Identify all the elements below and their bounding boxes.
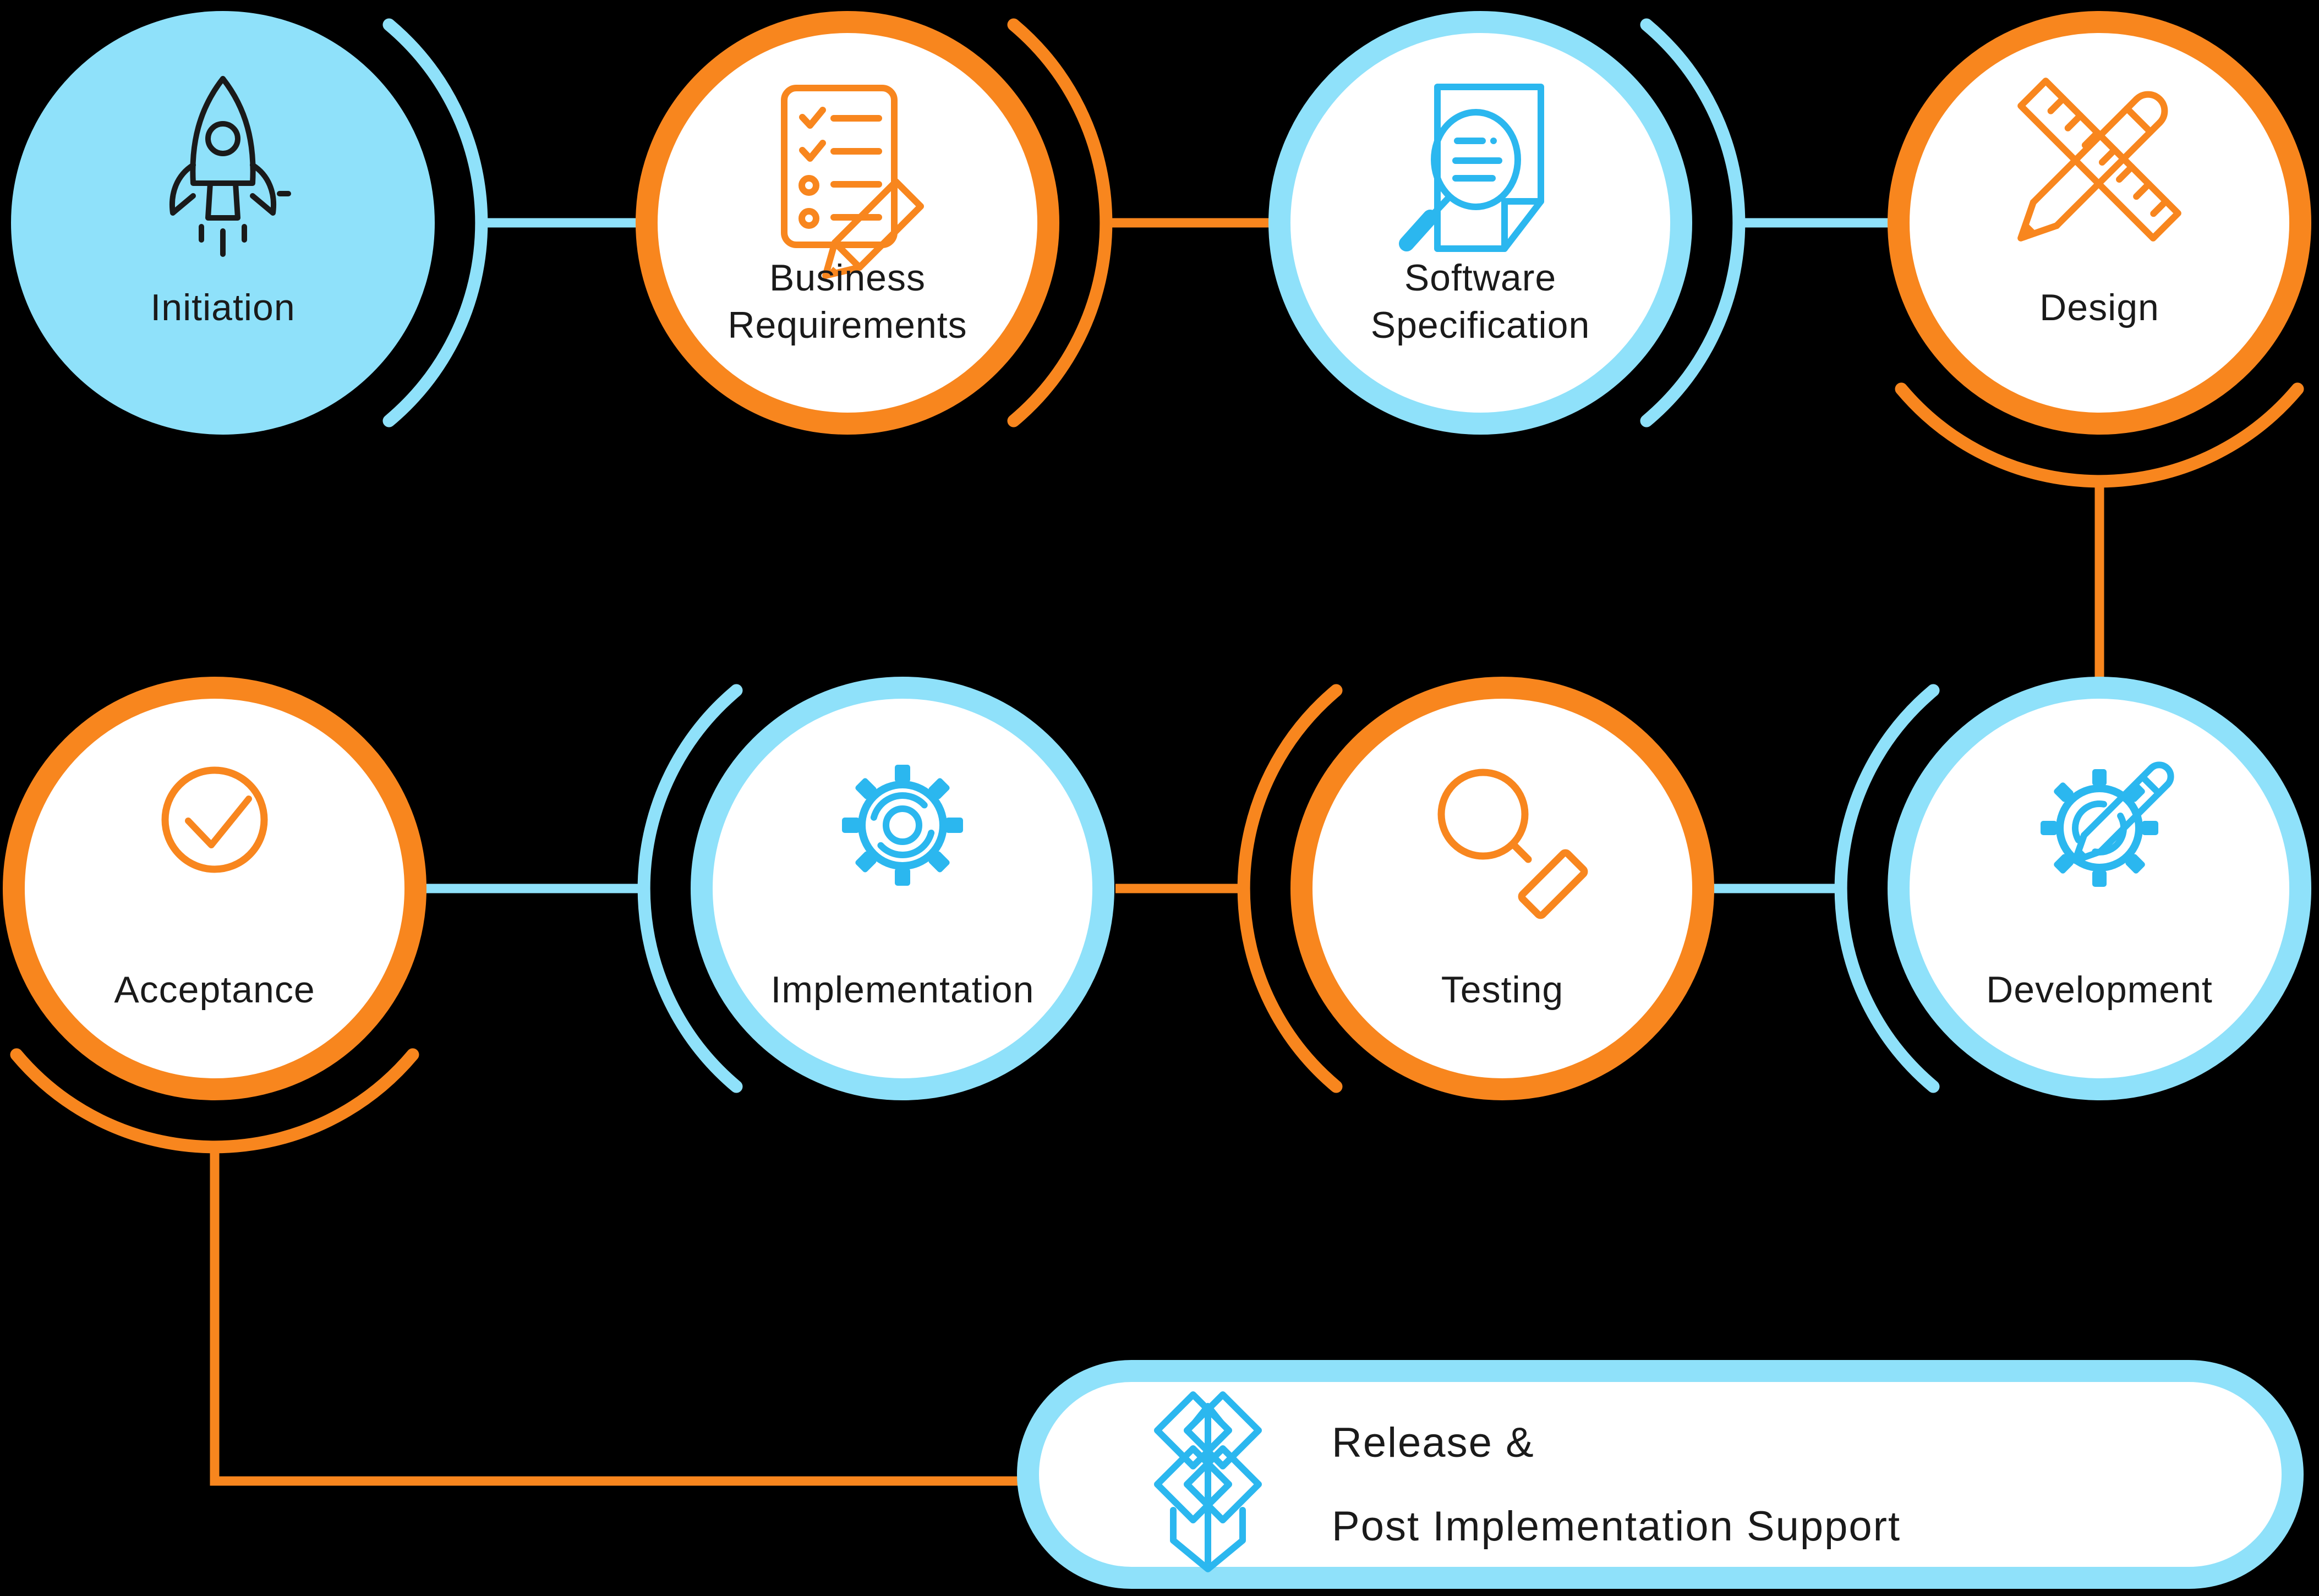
business-requirements-label-line2: Requirements — [728, 304, 967, 346]
magnifier-icon — [1437, 769, 1588, 919]
stage-business-requirements: Business Requirements — [636, 11, 1113, 435]
stage-acceptance: Acceptance — [3, 677, 426, 1154]
acceptance-circle — [3, 677, 426, 1100]
development-label: Development — [1986, 969, 2213, 1011]
gear-pencil-icon — [2041, 761, 2174, 887]
stage-implementation: Implementation — [637, 677, 1114, 1100]
acceptance-label: Acceptance — [114, 969, 315, 1011]
check-circle-icon — [161, 766, 268, 873]
testing-arc — [1237, 684, 1343, 1093]
document-magnifier-icon — [1399, 84, 1544, 252]
design-arc — [1895, 382, 2304, 488]
development-arc — [1834, 684, 1940, 1093]
rocket-icon — [169, 76, 291, 257]
release-label-line1: Release & — [1332, 1419, 1535, 1466]
development-circle — [1888, 677, 2311, 1100]
software-specification-arc — [1640, 18, 1746, 427]
stage-design: Design — [1888, 11, 2311, 488]
software-specification-circle — [1268, 11, 1692, 435]
stage-initiation: Initiation — [11, 11, 488, 435]
initiation-arc — [382, 18, 488, 427]
ruler-pencil-icon — [2017, 78, 2181, 242]
acceptance-arc — [10, 1048, 419, 1154]
initiation-circle — [11, 11, 435, 435]
release-box-outline — [1017, 1360, 2304, 1589]
business-requirements-label-line1: Business — [769, 257, 926, 299]
testing-circle — [1290, 677, 1714, 1100]
implementation-circle — [691, 677, 1114, 1100]
stage-development: Development — [1834, 677, 2311, 1100]
initiation-label: Initiation — [150, 287, 295, 328]
checklist-pencil-icon — [781, 85, 924, 279]
software-specification-label-line1: Software — [1404, 257, 1556, 299]
implementation-arc — [637, 684, 743, 1093]
design-label: Design — [2039, 287, 2159, 328]
business-requirements-circle — [636, 11, 1059, 435]
software-specification-label-line2: Specification — [1371, 304, 1590, 346]
gear-icon — [842, 765, 963, 886]
stage-software-specification: Software Specification — [1268, 11, 1746, 435]
stage-testing: Testing — [1237, 677, 1714, 1100]
release-label-line2: Post Implementation Support — [1332, 1503, 1901, 1550]
release-box: Release & Post Implementation Support — [1017, 1360, 2304, 1589]
implementation-label: Implementation — [771, 969, 1035, 1011]
testing-label: Testing — [1441, 969, 1563, 1011]
design-circle — [1888, 11, 2311, 435]
open-box-icon — [1154, 1391, 1262, 1572]
connector-acceptance-to-release — [210, 1148, 1018, 1486]
business-requirements-arc — [1007, 18, 1113, 427]
